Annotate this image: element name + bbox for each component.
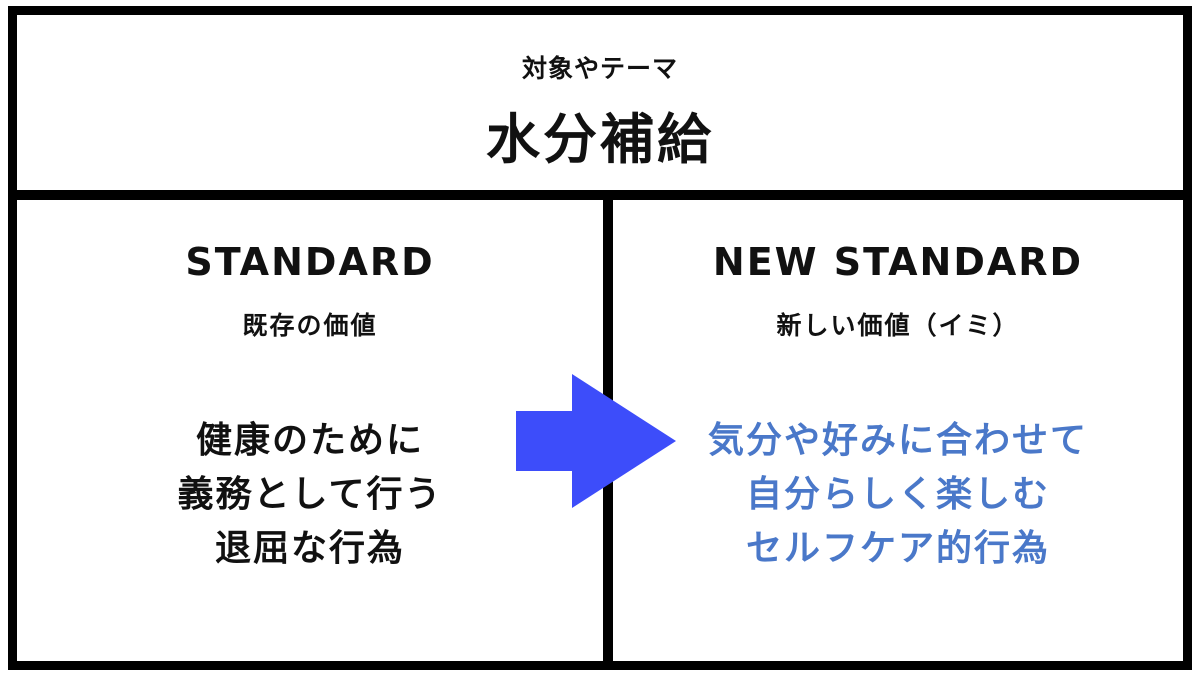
new-standard-description: 気分や好みに合わせて 自分らしく楽しむ セルフケア的行為 [613,414,1183,576]
standard-description-line: 退屈な行為 [214,528,405,569]
new-standard-description-line: 自分らしく楽しむ [745,474,1050,515]
diagram-frame: 対象やテーマ 水分補給 STANDARD 既存の価値 健康のために 義務として行… [8,6,1192,670]
header-divider [17,190,1183,200]
new-standard-description-line: 気分や好みに合わせて [707,420,1088,461]
standard-heading: STANDARD [185,240,435,284]
standard-description-line: 健康のために [195,420,424,461]
standard-description-line: 義務として行う [177,474,443,515]
arrow-shape [516,374,676,508]
new-standard-heading: NEW STANDARD [712,240,1084,284]
standard-subheading: 既存の価値 [242,311,378,340]
new-standard-subheading: 新しい価値（イミ） [776,311,1020,340]
new-standard-column: NEW STANDARD 新しい価値（イミ） 気分や好みに合わせて 自分らしく楽… [613,200,1183,661]
standard-column: STANDARD 既存の価値 健康のために 義務として行う 退屈な行為 [17,200,603,661]
theme-header: 対象やテーマ 水分補給 [17,15,1183,190]
theme-title: 水分補給 [486,108,714,171]
new-standard-description-line: セルフケア的行為 [745,528,1050,569]
arrow-right-icon [516,374,676,508]
standard-description: 健康のために 義務として行う 退屈な行為 [17,414,603,576]
theme-label: 対象やテーマ [521,54,678,83]
